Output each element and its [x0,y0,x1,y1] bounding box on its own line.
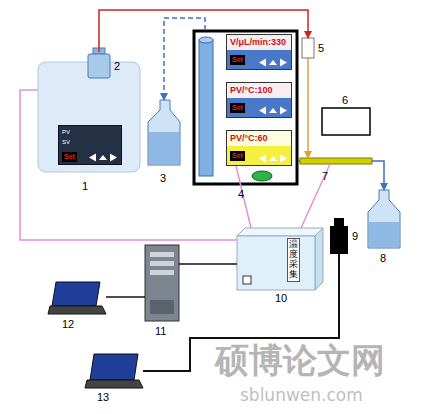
switch [243,276,251,284]
watermark: sblunwen.com [240,386,363,405]
connector [20,90,237,240]
display-panel: PV SV Set [58,125,122,165]
set-button: Set [230,103,245,113]
callout-number: 3 [160,172,166,184]
temp-acquisition: 温度采集10 [237,228,323,290]
device-label: 温度采集 [287,238,300,282]
drive-bay [150,270,174,275]
valve [302,38,314,58]
oven: 4V/μL/min:330SetPV/°C:100SetPV/°C:60Set [193,30,298,185]
pump-housing [38,62,140,172]
laptop: 12 [48,280,106,316]
camera: 9 [330,218,348,254]
arrow-key [259,107,287,115]
connector [301,164,330,228]
connector [372,161,384,190]
callout-number: 9 [352,230,358,242]
callout-number: 10 [275,292,287,304]
collection-bottle [148,100,180,165]
vessel [88,54,110,78]
flow-panel: V/μL/min:330Set [226,34,292,70]
callout-number: 6 [342,94,348,106]
vessel: 2 [88,52,110,78]
display-value: PV/°C:60 [230,134,268,144]
callout-number: 1 [82,180,88,192]
connector [236,166,251,228]
camera-lens [334,218,344,226]
arrow-key [259,155,287,163]
server: 11 [145,245,179,321]
camera-body [330,226,348,254]
callout-number: 7 [322,170,328,182]
connector [179,263,237,265]
reactor-tube [300,158,372,164]
laptop-screen [52,282,100,306]
set-button: Set [62,152,77,162]
laptop-screen [90,354,138,380]
oven-housing [194,31,297,184]
callout-number: 2 [114,60,120,72]
callout-number: 12 [62,318,74,330]
display-value: SV [62,139,70,146]
waste-bottle: 8 [368,190,400,248]
connector [298,160,300,162]
temp-panel: PV/°C:60Set [226,130,292,166]
server-tower [145,245,179,321]
bottle: 3 [148,100,180,165]
watermark: 硕博论文网 [215,342,385,379]
liquid [149,132,179,164]
temp-panel: PV/°C:100Set [226,82,292,118]
liquid [369,222,399,247]
display-value: V/μL/min:330 [230,38,286,48]
detector-box [322,108,370,135]
pump: 1PVSVSet2 [38,62,140,172]
box-side [315,228,323,290]
reactor: 7 [300,158,372,164]
box-top [237,228,323,236]
vent [150,300,174,314]
connector [307,58,309,158]
callout-number: 13 [97,391,109,403]
display-value: PV/°C:100 [230,86,273,96]
callout-number: 5 [318,42,324,54]
valve: 5 [302,38,314,58]
run-button [252,171,272,181]
laptop-base [48,306,106,314]
arrow-key [259,59,287,67]
callout-number: 11 [155,325,166,337]
arrow-key [89,154,117,162]
set-button: Set [230,55,245,65]
display-value: PV [62,129,70,136]
waste-bottle [368,190,400,248]
column [199,40,213,176]
laptop-base [85,380,143,388]
connector [106,296,145,298]
connector [99,10,308,52]
connector [164,18,205,100]
box-front [237,236,315,290]
callout-number: 8 [380,252,386,264]
detector: 6 [322,108,370,135]
set-button: Set [230,151,245,161]
drive-bay [150,261,174,266]
drive-bay [150,252,174,257]
laptop: 13 [85,352,143,390]
column-top [199,37,213,43]
callout-number: 4 [238,188,244,200]
